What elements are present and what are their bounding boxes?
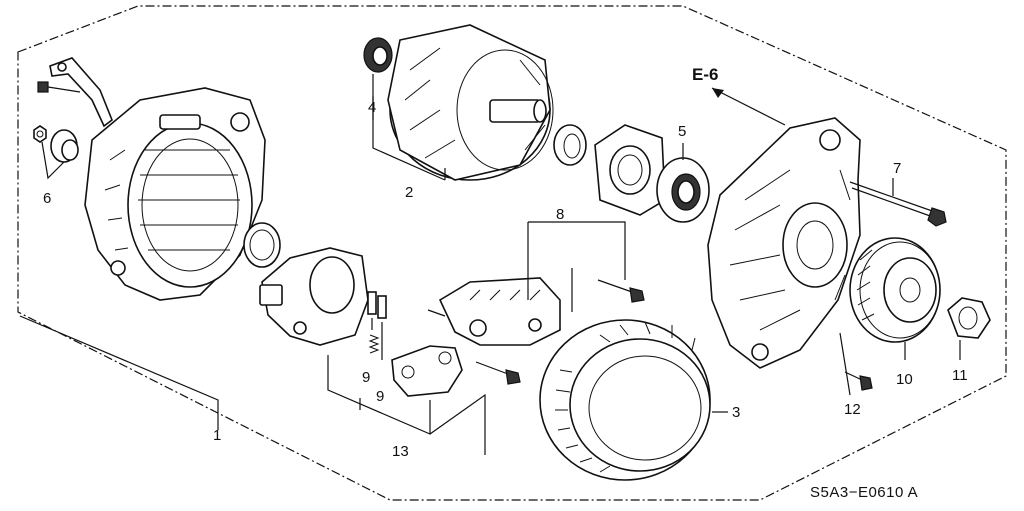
callout-1: 1 (213, 427, 221, 444)
terminal-nut (33, 125, 47, 143)
callout-6: 6 (43, 190, 51, 207)
through-bolt (849, 181, 947, 227)
brush-holder (259, 247, 369, 346)
brush-pair (367, 291, 387, 354)
callout-11: 11 (952, 367, 968, 384)
callout-12: 12 (844, 401, 861, 418)
rectifier-bolt (597, 279, 645, 303)
drive-end-housing (707, 117, 861, 369)
bracket-bolt (37, 81, 81, 93)
callout-10: 10 (896, 371, 913, 388)
callout-4: 4 (368, 99, 376, 116)
drawing-code: S5A3−E0610 A (810, 484, 918, 501)
collar-ring (553, 124, 587, 166)
leader-1 (19, 315, 219, 430)
terminal-insulator (50, 129, 79, 163)
callout-7: 7 (893, 160, 901, 177)
callout-8: 8 (556, 206, 564, 223)
insulator-plate (391, 345, 463, 397)
rear-housing (84, 87, 266, 301)
leader-12 (839, 332, 851, 396)
bearing-retainer-plate (594, 124, 666, 216)
rotor-assembly (387, 24, 554, 181)
housing-bolt (844, 371, 873, 391)
front-bearing (656, 157, 710, 223)
callout-3: 3 (732, 404, 740, 421)
callout-5: 5 (678, 123, 686, 140)
mounting-bracket (49, 57, 113, 128)
callout-9b: 9 (376, 388, 384, 405)
callout-2: 2 (405, 184, 413, 201)
callout-13: 13 (392, 443, 409, 460)
callout-9a: 9 (362, 369, 370, 386)
reference-arrowhead (712, 88, 724, 98)
rectifier-assembly (427, 277, 561, 346)
leader-8 (527, 221, 626, 312)
rotor-bearing-small (363, 37, 393, 73)
leader-13 (327, 355, 486, 455)
snap-ring (243, 222, 281, 268)
assembly-boundary (17, 5, 1007, 501)
reference-label: E-6 (692, 65, 718, 84)
pulley-nut (947, 297, 991, 339)
pulley (849, 237, 941, 343)
stator (539, 319, 711, 481)
leader-9 (371, 318, 383, 360)
leader-6 (41, 141, 65, 180)
plate-bolt (475, 361, 521, 385)
reference-arrow (711, 87, 786, 126)
